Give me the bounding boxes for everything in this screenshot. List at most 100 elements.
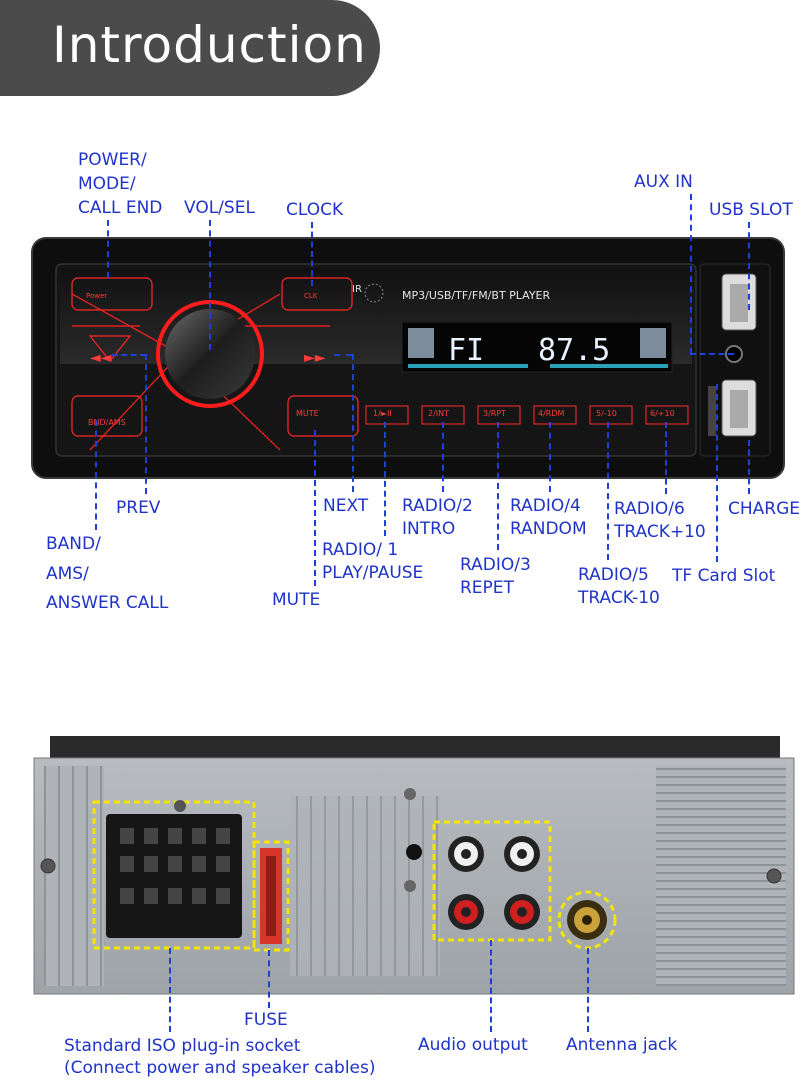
label-radio3-b: REPET [460, 578, 514, 598]
display-screen [401, 321, 673, 373]
leader-radio1 [384, 422, 386, 536]
label-antenna: Antenna jack [566, 1035, 678, 1055]
preset-6-button [645, 405, 689, 425]
label-band-1: BAND/ [46, 534, 101, 554]
screw-top [404, 788, 416, 800]
label-radio5-a: RADIO/5 [578, 565, 649, 585]
leader-aux [690, 194, 692, 354]
rear-ribs-center [290, 796, 440, 976]
label-radio5-b: TRACK-10 [578, 588, 660, 608]
red-triangles [88, 335, 132, 362]
screw-mid [404, 880, 416, 892]
leader-radio3 [497, 422, 499, 550]
label-band-2: AMS/ [46, 564, 89, 584]
display-band: FI [448, 333, 485, 368]
player-label: MP3/USB/TF/FM/BT PLAYER [402, 289, 551, 302]
page-title: Introduction [52, 16, 367, 74]
clock-button [281, 277, 353, 311]
leader-antenna [587, 948, 589, 1032]
label-radio6-b: TRACK+10 [614, 522, 706, 542]
fuse-highlight [252, 840, 290, 952]
preset-1-label[interactable]: 1/►II [373, 409, 392, 418]
clock-button-label[interactable]: CLK [304, 292, 318, 300]
preset-6-label[interactable]: 6/+10 [650, 409, 675, 418]
leader-prev-h [112, 354, 146, 356]
leader-usb [748, 222, 750, 310]
label-power-mode-3: CALL END [78, 198, 163, 218]
volume-knob [165, 309, 255, 399]
iso-socket [106, 814, 242, 938]
mute-button [287, 395, 359, 437]
label-aux-in: AUX IN [634, 172, 693, 192]
label-power-mode-1: POWER/ [78, 150, 147, 170]
leader-audio [490, 940, 492, 1032]
label-power-mode-2: MODE/ [78, 174, 136, 194]
label-iso-2: (Connect power and speaker cables) [64, 1058, 376, 1078]
screw-right [766, 868, 782, 884]
leader-mute [314, 430, 316, 586]
leader-power [107, 220, 109, 278]
preset-2-label[interactable]: 2/INT [428, 409, 450, 418]
rear-hole [406, 844, 422, 860]
leader-aux-h [690, 353, 734, 355]
ir-label: IR [352, 284, 362, 295]
label-radio4-b: RANDOM [510, 519, 587, 539]
leader-next [352, 354, 354, 492]
preset-5-label[interactable]: 5/-10 [596, 409, 617, 418]
rear-ribs-left [44, 766, 104, 986]
tf-slot [708, 386, 716, 436]
leader-fuse [268, 950, 270, 1008]
eq-bars-right [640, 328, 666, 358]
leader-radio6 [665, 422, 667, 494]
mute-button-label[interactable]: MUTE [296, 409, 319, 418]
preset-4-button [533, 405, 577, 425]
label-radio4-a: RADIO/4 [510, 496, 581, 516]
preset-4-label[interactable]: 4/RDM [538, 409, 565, 418]
screw-left [40, 858, 56, 874]
leader-vol [209, 220, 211, 350]
preset-1-button [365, 405, 409, 425]
display-frequency: 87.5 [538, 333, 611, 368]
label-mute: MUTE [272, 590, 321, 610]
svg-text:►►: ►► [304, 350, 326, 366]
leader-radio5 [607, 422, 609, 560]
label-prev: PREV [116, 498, 161, 518]
leader-band [95, 420, 97, 530]
audio-output-highlight [432, 820, 552, 942]
label-band-3: ANSWER CALL [46, 593, 169, 613]
preset-5-button [589, 405, 633, 425]
label-radio3-a: RADIO/3 [460, 555, 531, 575]
leader-clock [311, 222, 313, 286]
label-usb-slot: USB SLOT [709, 200, 793, 220]
label-vol-sel: VOL/SEL [184, 198, 255, 218]
label-radio2-a: RADIO/2 [402, 496, 473, 516]
leader-next-h [334, 354, 352, 356]
leader-radio2 [442, 422, 444, 492]
leader-charge [748, 440, 750, 494]
label-tf-card: TF Card Slot [672, 566, 776, 586]
label-charge: CHARGE [728, 499, 801, 519]
front-panel: ◄◄ ►► [31, 237, 785, 479]
fuse-holder [266, 856, 276, 936]
label-radio6-a: RADIO/6 [614, 499, 685, 519]
leader-prev [145, 354, 147, 494]
power-button [71, 277, 153, 311]
label-next: NEXT [323, 496, 369, 516]
iso-screw [174, 800, 186, 812]
label-iso-1: Standard ISO plug-in socket [64, 1036, 301, 1056]
usb-slot-inner [730, 284, 748, 322]
charge-usb-inner [730, 390, 748, 428]
power-button-label[interactable]: Power [86, 292, 108, 300]
rear-top-edge [50, 736, 780, 760]
preset-3-button [477, 405, 521, 425]
label-radio1-b: PLAY/PAUSE [322, 563, 424, 583]
preset-3-label[interactable]: 3/RPT [483, 409, 507, 418]
label-clock: CLOCK [286, 200, 344, 220]
leader-tf [716, 384, 718, 562]
label-radio2-b: INTRO [402, 519, 456, 539]
leader-radio4 [549, 422, 551, 492]
title-banner: Introduction [0, 0, 380, 96]
label-radio1-a: RADIO/ 1 [322, 540, 399, 560]
rear-ribs-right [656, 766, 786, 986]
band-button-label[interactable]: BND/AMS [88, 418, 126, 427]
